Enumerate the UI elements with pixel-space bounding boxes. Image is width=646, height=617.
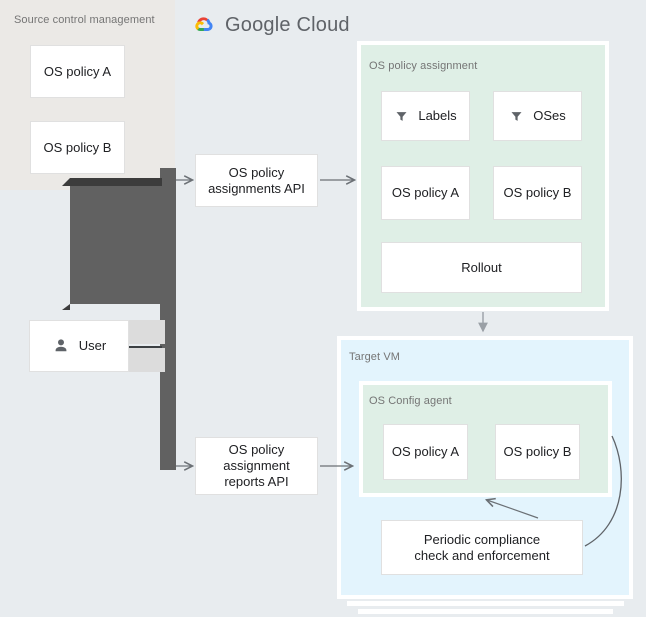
filter-icon — [394, 109, 409, 124]
user-box[interactable]: User — [29, 320, 129, 372]
agent-os-policy-b-box[interactable]: OS policy B — [495, 424, 580, 480]
scm-os-policy-a-label: OS policy A — [43, 63, 112, 79]
filter-icon — [509, 109, 524, 124]
google-cloud-logo: Google Cloud — [189, 13, 350, 37]
brand-name-second: Cloud — [296, 13, 350, 36]
user-box-shadow-top — [129, 320, 165, 344]
scm-os-policy-b-label: OS policy B — [43, 139, 112, 155]
oses-filter-label: OSes — [533, 108, 566, 123]
periodic-compliance-label: Periodic compliance check and enforcemen… — [414, 531, 550, 563]
rollout-label: Rollout — [461, 259, 502, 275]
person-icon — [52, 337, 70, 355]
scm-os-policy-b-box[interactable]: OS policy B — [30, 121, 125, 174]
agent-os-policy-a-box[interactable]: OS policy A — [383, 424, 468, 480]
user-label: User — [78, 338, 107, 353]
rollout-box[interactable]: Rollout — [381, 242, 582, 293]
vm-stack-line-1 — [347, 601, 624, 606]
oses-filter-box[interactable]: OSes — [493, 91, 582, 141]
assignment-os-policy-a-label: OS policy A — [391, 185, 460, 200]
agent-os-policy-b-label: OS policy B — [503, 444, 572, 459]
periodic-compliance-box[interactable]: Periodic compliance check and enforcemen… — [381, 520, 583, 575]
os-policy-assignment-reports-api-box[interactable]: OS policy assignment reports API — [195, 437, 318, 495]
assignment-os-policy-b-label: OS policy B — [503, 185, 572, 200]
os-policy-assignments-api-box[interactable]: OS policy assignments API — [195, 154, 318, 207]
user-box-shadow-bottom — [129, 348, 165, 372]
os-policy-assignments-api-label: OS policy assignments API — [208, 164, 305, 196]
scm-os-policy-a-box[interactable]: OS policy A — [30, 45, 125, 98]
source-control-management-label: Source control management — [14, 14, 155, 26]
assignment-os-policy-a-box[interactable]: OS policy A — [381, 166, 470, 220]
labels-filter-label: Labels — [418, 108, 457, 123]
google-cloud-wordmark: Google Cloud — [225, 14, 350, 37]
brand-name-first: Google — [225, 13, 291, 36]
google-cloud-logo-icon — [189, 13, 217, 37]
os-config-agent-label: OS Config agent — [369, 395, 452, 407]
agent-os-policy-a-label: OS policy A — [391, 444, 460, 459]
assignment-os-policy-b-box[interactable]: OS policy B — [493, 166, 582, 220]
vm-stack-line-2 — [358, 609, 613, 614]
os-policy-assignment-reports-api-label: OS policy assignment reports API — [223, 442, 290, 489]
labels-filter-box[interactable]: Labels — [381, 91, 470, 141]
target-vm-label: Target VM — [349, 351, 401, 363]
os-policy-assignment-panel-label: OS policy assignment — [369, 60, 478, 72]
